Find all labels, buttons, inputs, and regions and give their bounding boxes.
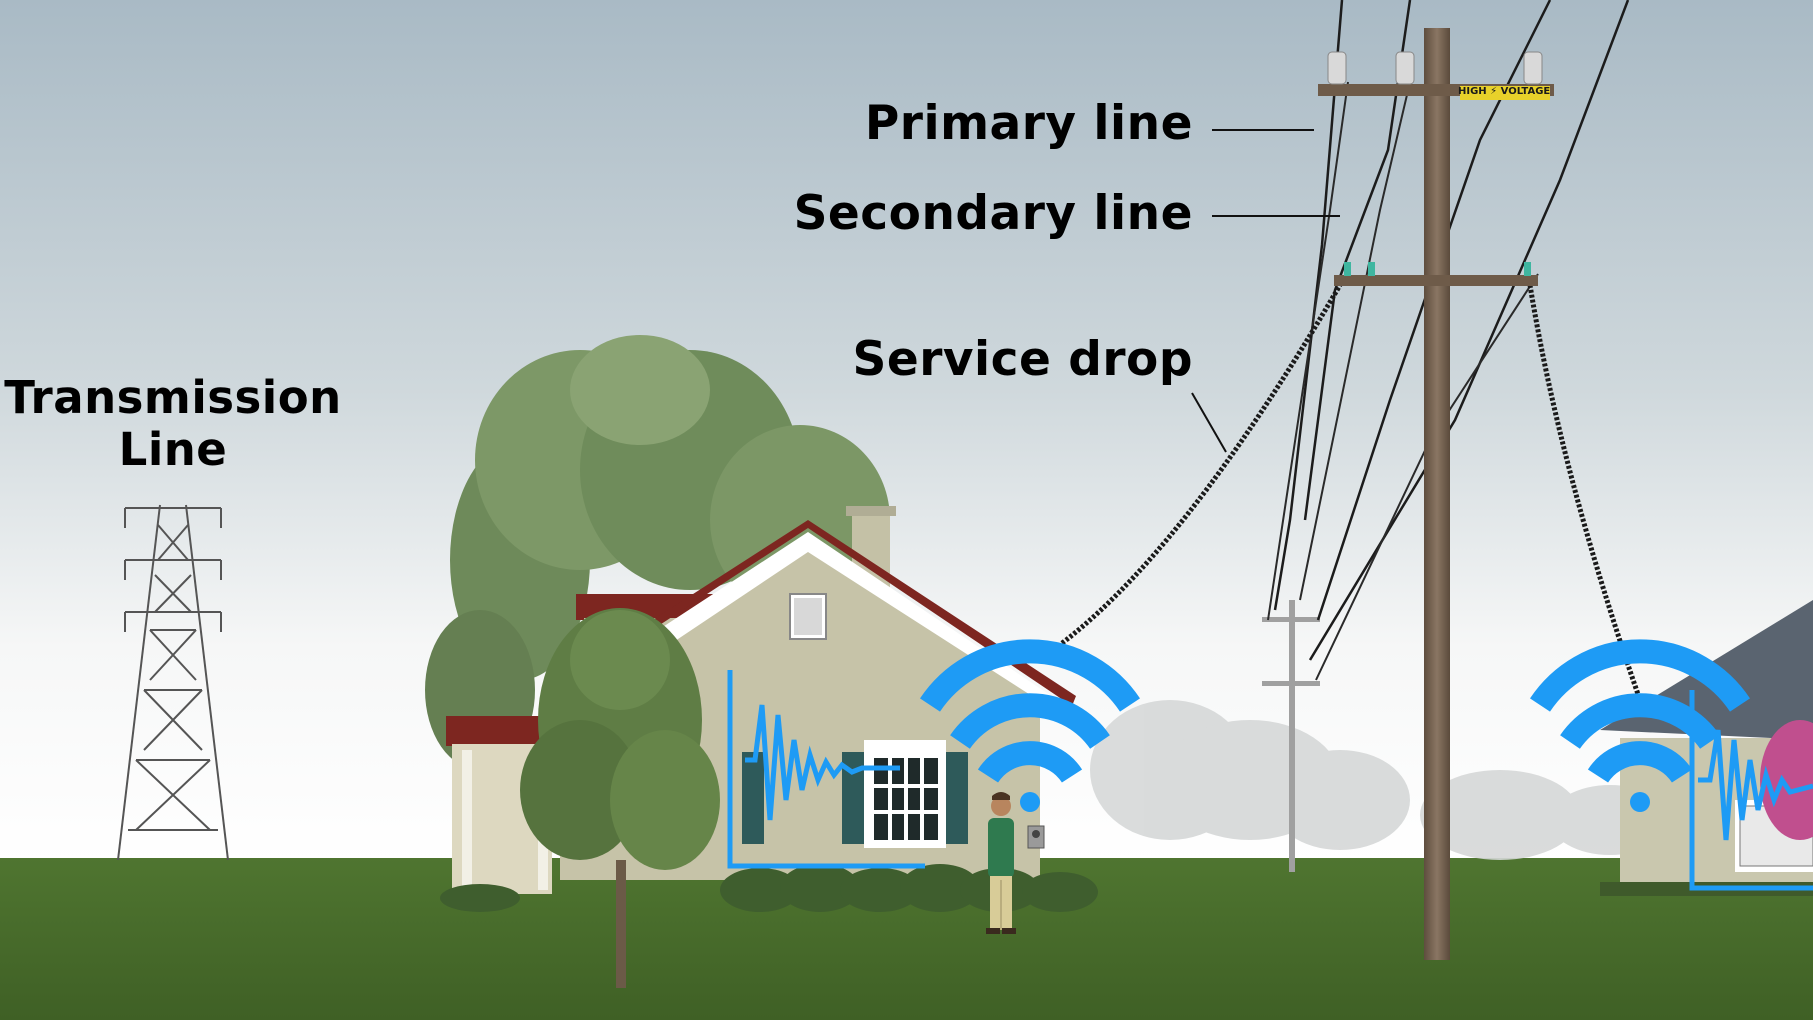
secondary-line-label: Secondary line <box>793 186 1193 241</box>
waveform-icon-right <box>1689 690 1813 891</box>
distant-utility-pole <box>1262 600 1320 872</box>
high-voltage-sign <box>1460 86 1550 100</box>
tree-small <box>520 608 720 988</box>
transmission-line-label: Transmission Line <box>0 372 346 476</box>
transmission-tower <box>117 504 229 861</box>
transmission-line-label-line-1: Transmission <box>4 371 342 424</box>
waveform-icon <box>727 670 925 869</box>
transmission-line-label-line-2: Line <box>118 423 228 476</box>
secondary-insulators <box>1344 262 1531 276</box>
service-drop-label: Service drop <box>852 332 1193 387</box>
service-drop-right <box>1527 284 1643 701</box>
wifi-icon-right <box>1530 639 1750 812</box>
wifi-icon <box>920 639 1140 812</box>
service-drop-line <box>1048 283 1343 655</box>
person <box>986 792 1016 934</box>
insulators <box>1327 51 1543 85</box>
primary-line-label: Primary line <box>864 96 1193 151</box>
utility-pole <box>1318 28 1554 960</box>
high-voltage-sign-text: HIGH ⚡ VOLTAGE <box>1458 86 1551 97</box>
leader-lines <box>1191 129 1340 453</box>
